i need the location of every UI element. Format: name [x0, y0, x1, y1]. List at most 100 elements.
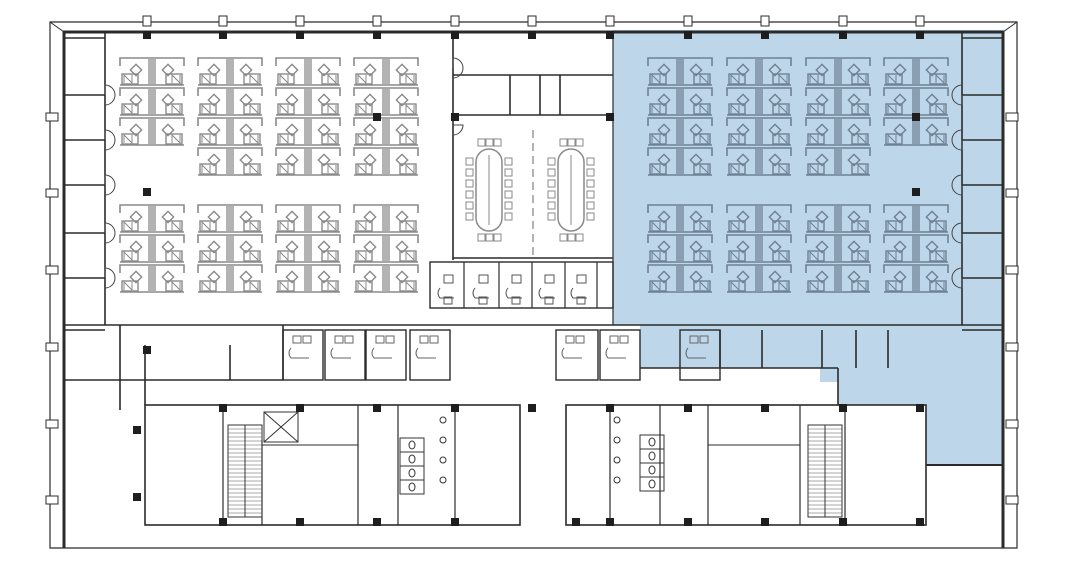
chair: [395, 210, 409, 224]
desk: [199, 103, 217, 115]
desk: [243, 133, 261, 145]
chair: [547, 212, 556, 221]
chair: [689, 240, 703, 254]
chair: [129, 270, 143, 284]
desk: [399, 163, 417, 175]
mullion-top: [295, 15, 305, 27]
file-cabinet: [699, 73, 709, 85]
elevator-x: [263, 411, 299, 443]
toilet: [648, 437, 656, 447]
file-cabinet: [651, 103, 661, 115]
file-cabinet: [201, 163, 211, 175]
workstation: [647, 87, 713, 96]
cubicle-clusters-west: [119, 57, 419, 293]
column: [373, 404, 381, 412]
highlighted-tenant-zone[interactable]: [613, 30, 1003, 465]
chair: [317, 240, 331, 254]
desk: [649, 280, 667, 292]
file-cabinet: [857, 220, 867, 232]
workstation: [647, 264, 713, 273]
chair: [465, 168, 474, 177]
column: [606, 31, 614, 39]
file-cabinet: [405, 163, 415, 175]
chair: [504, 212, 513, 221]
file-cabinet: [327, 280, 337, 292]
column: [606, 113, 614, 121]
file-cabinet: [699, 103, 709, 115]
column: [684, 518, 692, 526]
chair: [689, 270, 703, 284]
chair: [239, 123, 253, 137]
office-chair: [565, 335, 575, 344]
desk: [728, 73, 746, 85]
chair: [465, 201, 474, 210]
toilet: [648, 465, 656, 475]
chair: [285, 240, 299, 254]
spine: [755, 89, 763, 114]
file-cabinet: [357, 73, 367, 85]
file-cabinet: [778, 280, 788, 292]
file-cabinet: [249, 220, 259, 232]
desk: [165, 250, 183, 262]
office-chair: [443, 296, 453, 305]
spine: [912, 266, 920, 291]
mullion-left: [45, 265, 59, 275]
office-chair: [419, 335, 429, 344]
chair: [736, 93, 750, 107]
chair: [547, 179, 556, 188]
workstation: [805, 87, 871, 96]
office-chair: [334, 335, 344, 344]
file-cabinet: [405, 73, 415, 85]
chair: [657, 153, 671, 167]
chair: [504, 190, 513, 199]
core-west: [144, 404, 521, 526]
file-cabinet: [730, 163, 740, 175]
workstation: [197, 234, 263, 243]
office-desk: [415, 347, 436, 359]
file-cabinet: [935, 250, 945, 262]
office-chair: [302, 335, 312, 344]
desk: [851, 163, 869, 175]
chair: [317, 63, 331, 77]
door-swing: [104, 174, 116, 196]
workstation: [883, 87, 949, 96]
file-cabinet: [405, 250, 415, 262]
core-east: [565, 404, 927, 526]
column: [912, 188, 920, 196]
file-cabinet: [778, 250, 788, 262]
column: [133, 493, 141, 501]
mullion-top: [527, 15, 537, 27]
chair: [657, 63, 671, 77]
desk: [355, 250, 373, 262]
workstation: [883, 57, 949, 66]
column: [916, 518, 924, 526]
workstation: [883, 204, 949, 213]
desk: [851, 73, 869, 85]
desk: [649, 133, 667, 145]
chair: [239, 240, 253, 254]
file-cabinet: [699, 133, 709, 145]
desk: [649, 163, 667, 175]
door-swing: [104, 84, 116, 106]
file-cabinet: [249, 280, 259, 292]
file-cabinet: [327, 103, 337, 115]
file-cabinet: [171, 280, 181, 292]
workstation: [353, 147, 419, 156]
chair: [317, 123, 331, 137]
desk: [199, 163, 217, 175]
file-cabinet: [405, 280, 415, 292]
workstation: [353, 117, 419, 126]
chair: [239, 63, 253, 77]
mullion-top: [760, 15, 770, 27]
chair: [547, 157, 556, 166]
mullion-right: [1005, 188, 1019, 198]
column: [296, 404, 304, 412]
desk: [649, 73, 667, 85]
workstation: [726, 204, 792, 213]
desk: [277, 103, 295, 115]
chair: [847, 123, 861, 137]
office-chair: [385, 335, 395, 344]
workstation: [275, 117, 341, 126]
file-cabinet: [123, 73, 133, 85]
